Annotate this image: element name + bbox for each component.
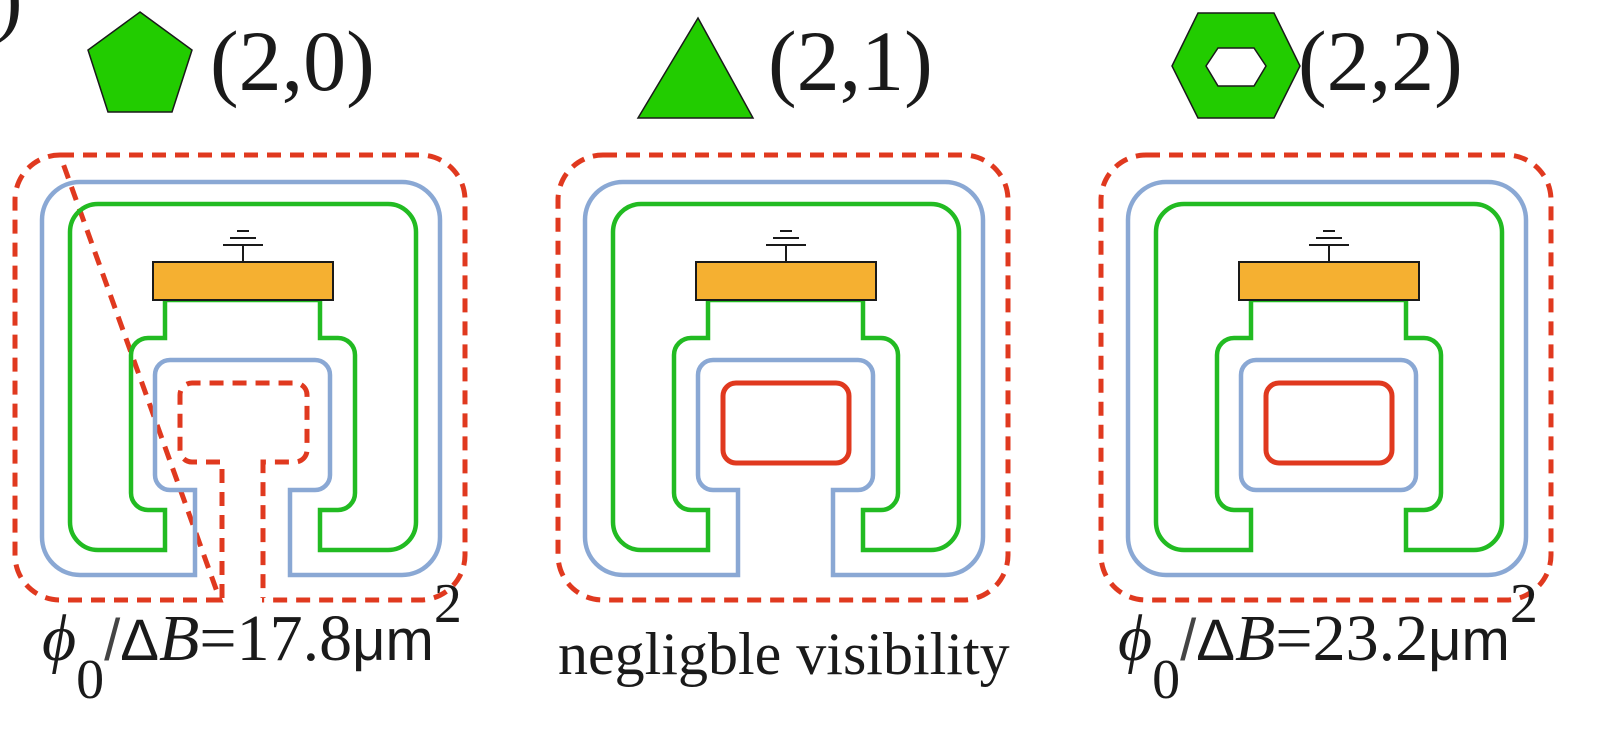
outer-blue-path: [1125, 179, 1529, 578]
panel-mode-2-1: (2,1) negligble visibility: [543, 0, 1063, 733]
panel-mode-2-2: (2,2) ϕ0/ΔB=23.2μm2: [1086, 0, 1606, 733]
ohmic-contact: [695, 261, 877, 301]
green-gate-path: [610, 201, 962, 553]
inner-dashed-loop: [177, 380, 310, 598]
outer-blue-path: [582, 179, 986, 578]
inner-solid-loop: [1263, 380, 1395, 466]
outer-blue-path: [39, 179, 443, 578]
outer-dashed-loop: [1098, 152, 1554, 603]
outer-dashed-loop: [12, 152, 468, 603]
ground-icon: [1309, 230, 1349, 262]
green-gate-path: [67, 201, 419, 553]
device-diagram: [555, 16, 1011, 603]
mode-label: (2,1): [768, 13, 933, 109]
device-diagram: [1098, 12, 1554, 603]
pentagon-icon: [87, 11, 193, 113]
flux-caption: ϕ0/ΔB=17.8μm2: [42, 573, 462, 711]
device-diagram: [12, 11, 468, 603]
ground-icon: [223, 230, 263, 262]
hexagon-ring-icon: [1171, 12, 1301, 119]
flux-caption: ϕ0/ΔB=23.2μm2: [1118, 573, 1538, 711]
ohmic-contact: [152, 261, 334, 301]
panel-letter-fragment: ): [0, 0, 23, 40]
triangle-icon: [636, 16, 755, 119]
ohmic-contact: [1238, 261, 1420, 301]
green-gate-path: [1153, 201, 1505, 553]
panel-mode-2-0: (2,0) ϕ0/ΔB=17.8μm2: [0, 0, 520, 733]
inner-solid-loop: [720, 380, 852, 466]
ground-icon: [766, 230, 806, 262]
mode-label: (2,0): [210, 13, 375, 109]
outer-dashed-loop: [555, 152, 1011, 603]
visibility-caption: negligble visibility: [558, 621, 1010, 687]
mode-label: (2,2): [1298, 13, 1463, 109]
